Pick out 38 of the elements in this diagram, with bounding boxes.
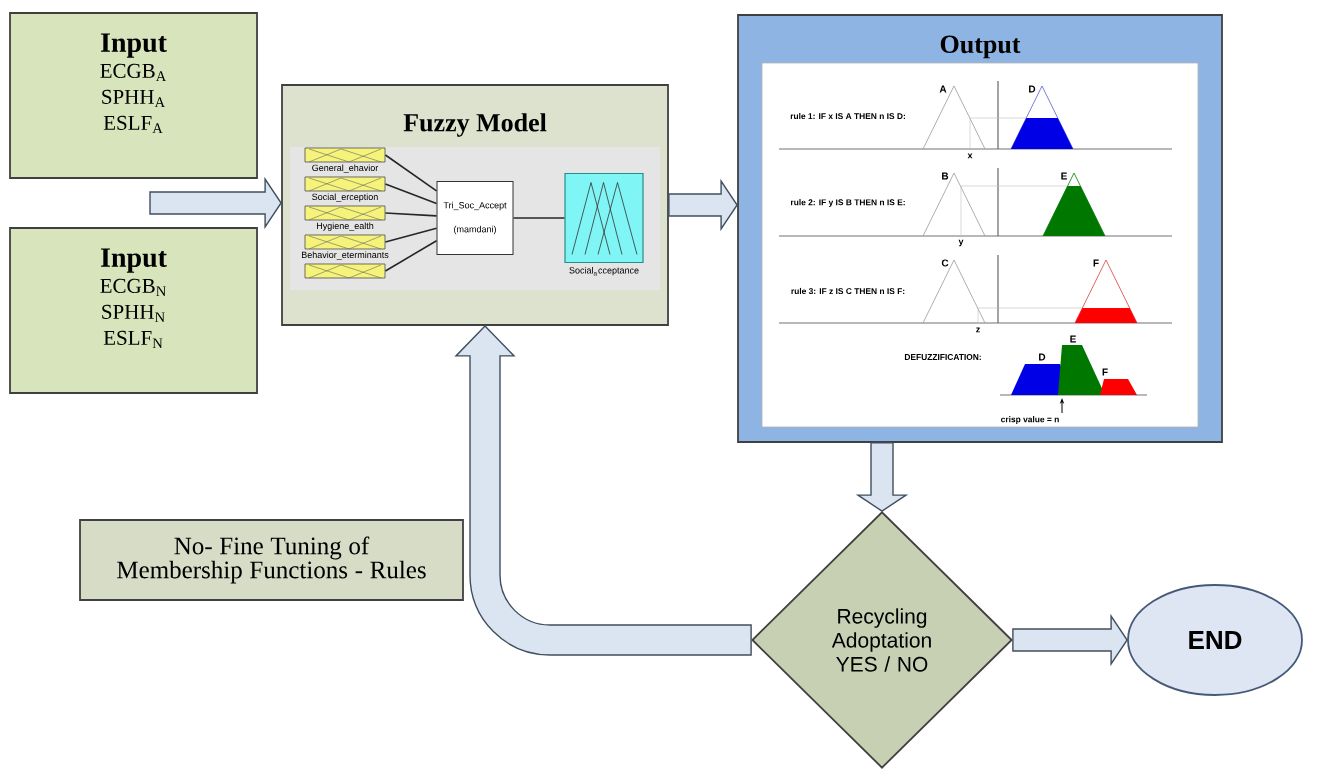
block-arrow	[855, 442, 909, 512]
set-label: D	[1029, 85, 1036, 93]
value-label: x	[967, 153, 973, 159]
rule-label: rule 3: IF z IS C THEN n IS F:	[791, 287, 905, 295]
variable-label: Social$_{a}$cceptance	[569, 266, 639, 276]
set-label: D	[1039, 353, 1046, 361]
connector-line	[384, 212, 438, 217]
input-box: Input ECGB$_{N}$ SPHH$_{N}$ ESLF$_{N}$	[9, 227, 258, 394]
connector-line	[384, 239, 438, 272]
set-label: C	[941, 259, 949, 267]
membership-function-box	[304, 263, 386, 279]
set-label: F	[1093, 259, 1099, 267]
connector-line	[384, 183, 438, 205]
set-label: E	[1061, 172, 1067, 180]
value-label: y	[958, 239, 964, 247]
set-label: E	[1070, 335, 1076, 343]
connector-line	[512, 217, 566, 219]
defuzzification-label: DEFUZZIFICATION:	[904, 354, 981, 360]
rule-label: rule 1: IF x IS A THEN n IS D:	[790, 112, 905, 120]
value-label: z	[976, 327, 980, 333]
variable-label: Social_erception	[312, 193, 378, 202]
note-box: No- Fine Tuning of Membership Functions - Rules	[79, 519, 464, 601]
block-arrow	[455, 325, 752, 656]
rule-block: Tri_Soc_Accept (mamdani)	[436, 181, 514, 255]
set-label: B	[942, 172, 949, 180]
block-arrow	[1012, 613, 1128, 667]
set-label: F	[1102, 368, 1108, 376]
crisp-value-label: crisp value = n	[1001, 416, 1059, 424]
block-arrow	[668, 178, 738, 232]
connector-line	[384, 154, 438, 192]
set-label: A	[939, 85, 947, 93]
input-box: Input ECGB$_{A}$ SPHH$_{A}$ ESLF$_{A}$	[9, 12, 258, 179]
block-arrow	[149, 176, 282, 230]
connector-line	[384, 227, 438, 243]
variable-label: Behavior_eterminants	[302, 251, 389, 260]
variable-label: Hygiene_ealth	[317, 222, 374, 231]
variable-label: General_ehavior	[312, 164, 379, 173]
rule-label: rule 2: IF y IS B THEN n IS E:	[791, 199, 905, 207]
